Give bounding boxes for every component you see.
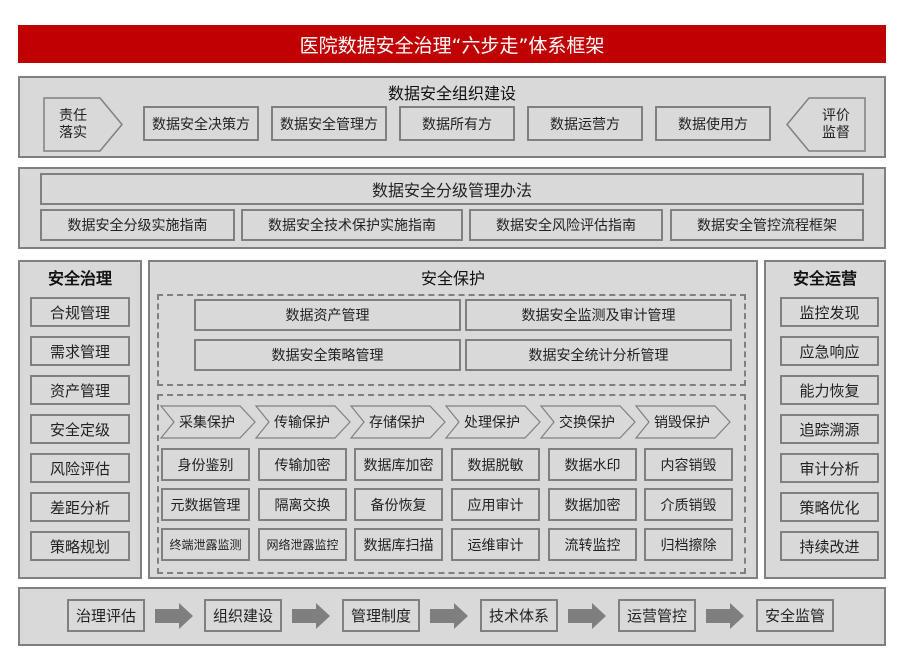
stage-label: 传输保护: [274, 415, 330, 431]
role-box: 数据所有方: [399, 106, 515, 141]
management-box: 数据安全策略管理: [194, 339, 461, 371]
governance-item: 安全定级: [30, 414, 130, 444]
step-box: 运营管控: [618, 599, 696, 632]
stage-chevron: 传输保护: [254, 405, 351, 439]
guide-box: 数据安全管控流程框架: [670, 209, 864, 241]
lifecycle-group: [157, 394, 746, 574]
control-box: 数据脱敏: [451, 448, 540, 481]
management-box: 数据资产管理: [194, 299, 461, 331]
management-box: 数据安全统计分析管理: [465, 339, 732, 371]
step-box: 管理制度: [342, 599, 420, 632]
governance-item: 风险评估: [30, 453, 130, 483]
diagram-title: 医院数据安全治理“六步走”体系框架: [18, 25, 886, 63]
arrow-right-icon: [155, 603, 193, 629]
role-box: 数据使用方: [655, 106, 771, 141]
protection-heading: 安全保护: [420, 269, 485, 288]
management-box: 数据安全监测及审计管理: [465, 299, 732, 331]
stage-chevron: 交换保护: [539, 405, 636, 439]
control-box: 身份鉴别: [161, 448, 250, 481]
operations-item: 监控发现: [780, 297, 879, 327]
stage-label: 处理保护: [464, 415, 520, 431]
arrow-right-icon: [292, 603, 330, 629]
stage-chevron: 采集保护: [159, 405, 256, 439]
tag-line: 责任: [59, 107, 87, 124]
guide-box: 数据安全风险评估指南: [469, 209, 663, 241]
stage-chevron: 处理保护: [444, 405, 541, 439]
control-box: 数据加密: [548, 488, 637, 521]
arrow-right-icon: [568, 603, 606, 629]
guide-box: 数据安全技术保护实施指南: [241, 209, 463, 241]
control-box: 元数据管理: [161, 488, 250, 521]
role-box: 数据安全管理方: [271, 106, 387, 141]
control-box: 介质销毁: [644, 488, 733, 521]
guide-box: 数据安全分级实施指南: [40, 209, 235, 241]
tag-line: 监督: [822, 124, 850, 141]
arrow-right-icon: [706, 603, 744, 629]
step-box: 治理评估: [67, 599, 145, 632]
operations-item: 持续改进: [780, 531, 879, 561]
tag-line: 评价: [822, 107, 850, 124]
stage-label: 存储保护: [369, 415, 425, 431]
operations-item: 策略优化: [780, 492, 879, 522]
management-group: [157, 294, 746, 386]
stage-label: 销毁保护: [654, 415, 710, 431]
stage-chevron: 存储保护: [349, 405, 446, 439]
control-box: 隔离交换: [258, 488, 347, 521]
step-box: 组织建设: [204, 599, 282, 632]
evaluation-tag: 评价 监督: [786, 97, 866, 152]
stage-label: 交换保护: [559, 415, 615, 431]
governance-item: 合规管理: [30, 297, 130, 327]
control-box: 终端泄露监测: [161, 528, 250, 561]
operations-item: 追踪溯源: [780, 414, 879, 444]
control-box: 运维审计: [451, 528, 540, 561]
role-box: 数据运营方: [527, 106, 643, 141]
control-box: 数据库扫描: [354, 528, 443, 561]
governance-item: 需求管理: [30, 336, 130, 366]
control-box: 数据水印: [548, 448, 637, 481]
responsibility-tag: 责任 落实: [43, 97, 123, 152]
governance-heading: 安全治理: [47, 269, 112, 288]
control-box: 内容销毁: [644, 448, 733, 481]
control-box: 流转监控: [548, 528, 637, 561]
stage-label: 采集保护: [179, 415, 235, 431]
governance-item: 策略规划: [30, 531, 130, 561]
operations-item: 应急响应: [780, 336, 879, 366]
stage-chevron: 销毁保护: [634, 405, 731, 439]
governance-item: 资产管理: [30, 375, 130, 405]
step-box: 技术体系: [480, 599, 558, 632]
operations-item: 能力恢复: [780, 375, 879, 405]
control-box: 数据库加密: [354, 448, 443, 481]
control-box: 应用审计: [451, 488, 540, 521]
policy-heading: 数据安全分级管理办法: [40, 173, 864, 205]
org-heading: 数据安全组织建设: [387, 84, 516, 103]
control-box: 网络泄露监控: [258, 528, 347, 561]
step-box: 安全监管: [756, 599, 834, 632]
control-box: 传输加密: [258, 448, 347, 481]
control-box: 归档擦除: [644, 528, 733, 561]
control-box: 备份恢复: [354, 488, 443, 521]
role-box: 数据安全决策方: [143, 106, 259, 141]
operations-heading: 安全运营: [792, 269, 857, 288]
governance-item: 差距分析: [30, 492, 130, 522]
operations-item: 审计分析: [780, 453, 879, 483]
arrow-right-icon: [430, 603, 468, 629]
tag-line: 落实: [59, 124, 87, 141]
